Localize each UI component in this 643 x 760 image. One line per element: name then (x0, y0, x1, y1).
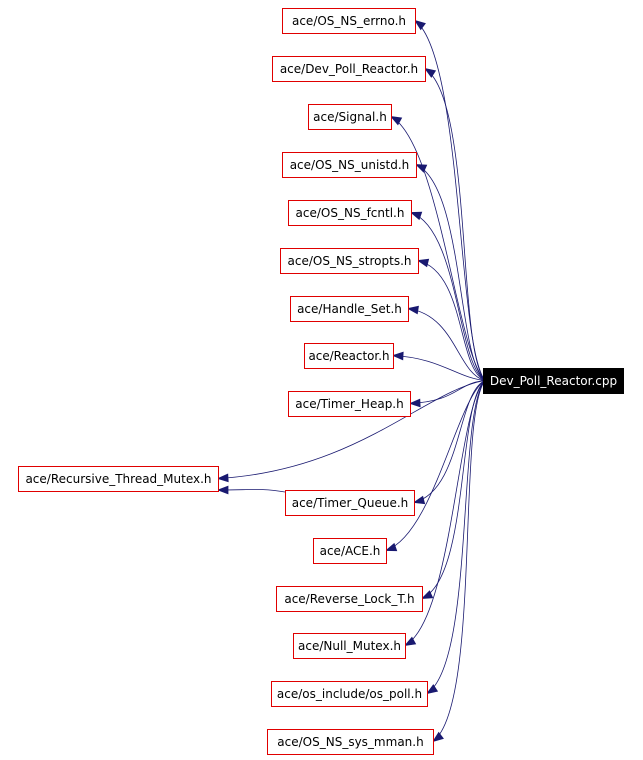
arrowhead-ace-os-ns-errno-h-0 (414, 19, 426, 31)
edge-dev-poll-reactor-cpp-to-ace-os-include-os-poll-h (426, 380, 486, 694)
edge-dev-poll-reactor-cpp-to-ace-os-ns-sys-mman-h (432, 380, 486, 742)
node-label: ace/Reactor.h (309, 349, 390, 363)
node-ace-ace-h[interactable]: ace/ACE.h (313, 538, 387, 564)
edge-dev-poll-reactor-cpp-to-ace-timer-queue-h (413, 380, 486, 503)
node-label: ace/Recursive_Thread_Mutex.h (25, 472, 211, 486)
edge-dev-poll-reactor-cpp-to-ace-handle-set-h (407, 308, 486, 381)
node-ace-null-mutex-h[interactable]: ace/Null_Mutex.h (293, 633, 406, 659)
arrowhead-ace-reactor-h-7 (391, 351, 404, 361)
node-label: Dev_Poll_Reactor.cpp (490, 374, 617, 388)
node-box (276, 586, 423, 612)
nodes-layer: ace/OS_NS_errno.h ace/Dev_Poll_Reactor.ha… (18, 8, 624, 755)
node-label: ace/OS_NS_errno.h (292, 14, 406, 28)
node-box (271, 681, 428, 707)
arrowhead-ace-os-ns-fcntl-h-4 (409, 211, 423, 221)
node-ace-os-include-os-poll-h[interactable]: ace/os_include/os_poll.h (271, 681, 428, 707)
node-box (483, 368, 624, 394)
node-label: ace/Signal.h (313, 110, 387, 124)
node-box (18, 466, 219, 492)
node-label: ace/os_include/os_poll.h (277, 687, 422, 701)
arrowhead-ace-recursive-thread-mutex-h-9 (216, 473, 229, 483)
edges-layer (216, 19, 486, 743)
node-ace-dev-poll-reactor-h[interactable]: ace/Dev_Poll_Reactor.h (272, 56, 426, 82)
edge-dev-poll-reactor-cpp-to-ace-null-mutex-h (404, 380, 486, 646)
node-box (267, 729, 434, 755)
edge-dev-poll-reactor-cpp-to-ace-recursive-thread-mutex-h (217, 380, 486, 479)
node-ace-os-ns-sys-mman-h[interactable]: ace/OS_NS_sys_mman.h (267, 729, 434, 755)
node-box (285, 490, 415, 516)
arrowhead-ace-timer-heap-h-8 (408, 398, 421, 408)
node-ace-os-ns-stropts-h[interactable]: ace/OS_NS_stropts.h (280, 248, 419, 274)
arrowhead-ace-null-mutex-h-13 (404, 636, 417, 647)
node-ace-handle-set-h[interactable]: ace/Handle_Set.h (290, 296, 409, 322)
arrowhead-ace-handle-set-h-6 (406, 305, 419, 315)
node-label: ace/Reverse_Lock_T.h (284, 592, 414, 606)
arrowhead-ace-recursive-thread-mutex-h-16 (216, 485, 229, 495)
node-box (304, 343, 394, 369)
node-box (308, 104, 392, 130)
edge-dev-poll-reactor-cpp-to-ace-os-ns-unistd-h (415, 164, 486, 381)
node-ace-reactor-h[interactable]: ace/Reactor.h (304, 343, 394, 369)
node-ace-os-ns-fcntl-h[interactable]: ace/OS_NS_fcntl.h (288, 200, 412, 226)
node-ace-timer-queue-h[interactable]: ace/Timer_Queue.h (285, 490, 415, 516)
node-box (282, 8, 416, 34)
edge-dev-poll-reactor-cpp-to-ace-os-ns-stropts-h (417, 260, 486, 381)
arrowhead-ace-dev-poll-reactor-h-1 (424, 67, 437, 78)
node-label: ace/Dev_Poll_Reactor.h (280, 62, 418, 76)
node-label: ace/Timer_Heap.h (295, 397, 403, 411)
node-ace-os-ns-errno-h[interactable]: ace/OS_NS_errno.h (282, 8, 416, 34)
arrowhead-ace-signal-h-2 (390, 115, 403, 126)
arrowhead-ace-timer-queue-h-10 (412, 495, 426, 505)
node-label: ace/OS_NS_fcntl.h (296, 206, 405, 220)
arrowhead-ace-ace-h-11 (384, 542, 398, 552)
node-label: ace/Timer_Queue.h (292, 496, 409, 510)
arrowhead-ace-os-include-os-poll-h-14 (426, 684, 439, 695)
node-label: ace/Null_Mutex.h (298, 639, 401, 653)
node-label: ace/Handle_Set.h (297, 302, 402, 316)
edge-dev-poll-reactor-cpp-to-ace-dev-poll-reactor-h (424, 68, 486, 381)
node-label: ace/OS_NS_stropts.h (288, 254, 412, 268)
node-box (282, 152, 417, 178)
node-ace-timer-heap-h[interactable]: ace/Timer_Heap.h (288, 391, 411, 417)
node-ace-os-ns-unistd-h[interactable]: ace/OS_NS_unistd.h (282, 152, 417, 178)
arrowhead-ace-reverse-lock-t-h-12 (420, 590, 434, 599)
node-box (272, 56, 426, 82)
arrowhead-ace-os-ns-sys-mman-h-15 (432, 731, 444, 743)
node-box (288, 391, 411, 417)
node-box (288, 200, 412, 226)
node-box (290, 296, 409, 322)
edge-dev-poll-reactor-cpp-to-ace-ace-h (385, 380, 486, 551)
node-label: ace/OS_NS_unistd.h (290, 158, 410, 172)
root-node-dev-poll-reactor-cpp: Dev_Poll_Reactor.cpp (483, 368, 624, 394)
arrowhead-ace-os-ns-stropts-h-5 (416, 258, 430, 268)
node-ace-signal-h[interactable]: ace/Signal.h (308, 104, 392, 130)
node-box (313, 538, 387, 564)
node-box (293, 633, 406, 659)
edge-dev-poll-reactor-cpp-to-ace-reactor-h (392, 355, 486, 381)
edge-dev-poll-reactor-cpp-to-ace-os-ns-fcntl-h (410, 212, 486, 381)
node-box (280, 248, 419, 274)
arrowhead-ace-os-ns-unistd-h-3 (414, 164, 428, 173)
node-label: ace/ACE.h (320, 544, 381, 558)
node-ace-reverse-lock-t-h[interactable]: ace/Reverse_Lock_T.h (276, 586, 423, 612)
node-label: ace/OS_NS_sys_mman.h (277, 735, 423, 749)
node-ace-recursive-thread-mutex-h[interactable]: ace/Recursive_Thread_Mutex.h (18, 466, 219, 492)
edge-dev-poll-reactor-cpp-to-ace-timer-heap-h (409, 380, 486, 404)
